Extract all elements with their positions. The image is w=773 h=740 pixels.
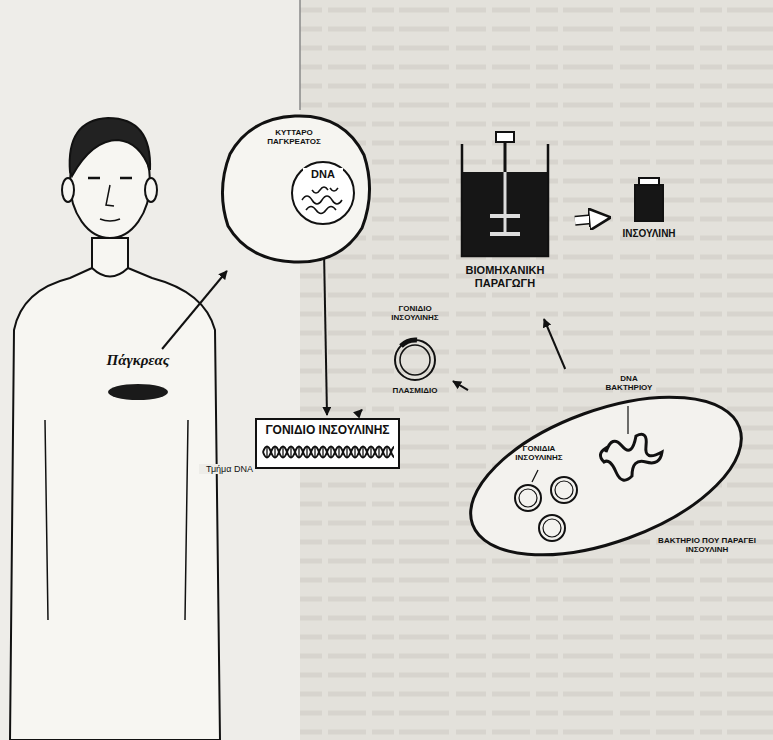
stirrer-rod xyxy=(504,138,507,234)
left-panel xyxy=(0,0,300,740)
arrow-line xyxy=(453,381,468,390)
nucleus-outline xyxy=(292,162,354,224)
person-figure xyxy=(10,118,220,740)
vial-body xyxy=(635,185,663,221)
vial-cap xyxy=(639,178,659,185)
bacterium: DNA ΒΑΚΤΗΡΙΟΥ ΓΟΝΙΔΙΑ ΙΝΣΟΥΛΙΝΗΣ ΒΑΚΤΗΡΙΟ … xyxy=(456,372,766,582)
arrow-outline xyxy=(575,218,602,221)
frame-line xyxy=(299,0,301,110)
pancreas-cell: ΚΥΤΤΑΡΟ ΠΑΓΚΡΕΑΤΟΣ DNA xyxy=(214,110,376,268)
node-label: DNA ΒΑΚΤΗΡΙΟΥ xyxy=(596,374,662,392)
insulin-vial-outline xyxy=(612,176,686,252)
arrow-line xyxy=(357,410,362,415)
arrow-line xyxy=(575,218,602,221)
fermenter-outline xyxy=(438,138,572,316)
leader-line xyxy=(627,406,628,434)
node-sublabel: ΒΑΚΤΗΡΙΟ ΠΟΥ ΠΑΡΑΓΕΙ ΙΝΣΟΥΛΙΝΗ xyxy=(652,536,762,554)
plasmid: ΓΟΝΙΔΙΟ ΙΝΣΟΥΛΙΝΗΣ ΠΛΑΣΜΙΔΙΟ xyxy=(365,304,465,412)
arrow-connector xyxy=(357,410,362,415)
motor xyxy=(496,132,514,142)
insulin-vial: ΙΝΣΟΥΛΙΝΗ xyxy=(612,176,686,252)
node-sublabel: ΓΟΝΙΔΙΑ ΙΝΣΟΥΛΙΝΗΣ xyxy=(502,444,576,462)
fermenter: ΒΙΟΜΗΧΑΝΙΚΗ ΠΑΡΑΓΩΓΗ xyxy=(438,138,572,316)
pancreas-organ: Πάγκρεας xyxy=(88,352,188,404)
chromatin xyxy=(302,187,342,214)
node-label: ΓΟΝΙΔΙΟ ΙΝΣΟΥΛΙΝΗΣ xyxy=(377,304,453,322)
node-sublabel: Τμήμα DNA xyxy=(199,464,253,474)
node-label: ΚΥΤΤΑΡΟ ΠΑΓΚΡΕΑΤΟΣ xyxy=(258,128,330,146)
gene-box: ΓΟΝΙΔΙΟ ΙΝΣΟΥΛΙΝΗΣΤμήμα DNA xyxy=(255,418,400,469)
leader-line xyxy=(532,470,538,482)
plasmid-ring xyxy=(395,340,435,380)
arrow-connector xyxy=(544,319,565,369)
bacterial-dna xyxy=(600,434,662,480)
node-label: ΒΙΟΜΗΧΑΝΙΚΗ ΠΑΡΑΓΩΓΗ xyxy=(438,264,572,289)
arrow-line xyxy=(162,271,227,349)
arrow-connector xyxy=(453,381,468,390)
bacterial-wall xyxy=(450,365,762,586)
culture-liquid xyxy=(463,172,547,255)
inserted-gene xyxy=(401,340,417,346)
arrow-connector xyxy=(575,218,602,221)
stirrer-blades xyxy=(490,216,520,234)
plasmid-ring-inner xyxy=(400,345,430,375)
node-label: ΙΝΣΟΥΛΙΝΗ xyxy=(612,228,686,240)
node-sublabel: ΠΛΑΣΜΙΔΙΟ xyxy=(370,386,460,395)
dna-helix xyxy=(261,441,394,463)
cell-nucleus: DNA xyxy=(290,160,356,226)
arrow-line xyxy=(544,319,565,369)
node-label: ΓΟΝΙΔΙΟ ΙΝΣΟΥΛΙΝΗΣ xyxy=(261,424,394,438)
cell-membrane xyxy=(222,116,369,262)
node-label: Πάγκρεας xyxy=(88,352,188,369)
node-label: DNA xyxy=(303,168,343,181)
arrow-connector xyxy=(162,271,227,349)
stirrer-rod-immersed xyxy=(504,172,507,234)
pancreas-shape xyxy=(108,384,168,400)
